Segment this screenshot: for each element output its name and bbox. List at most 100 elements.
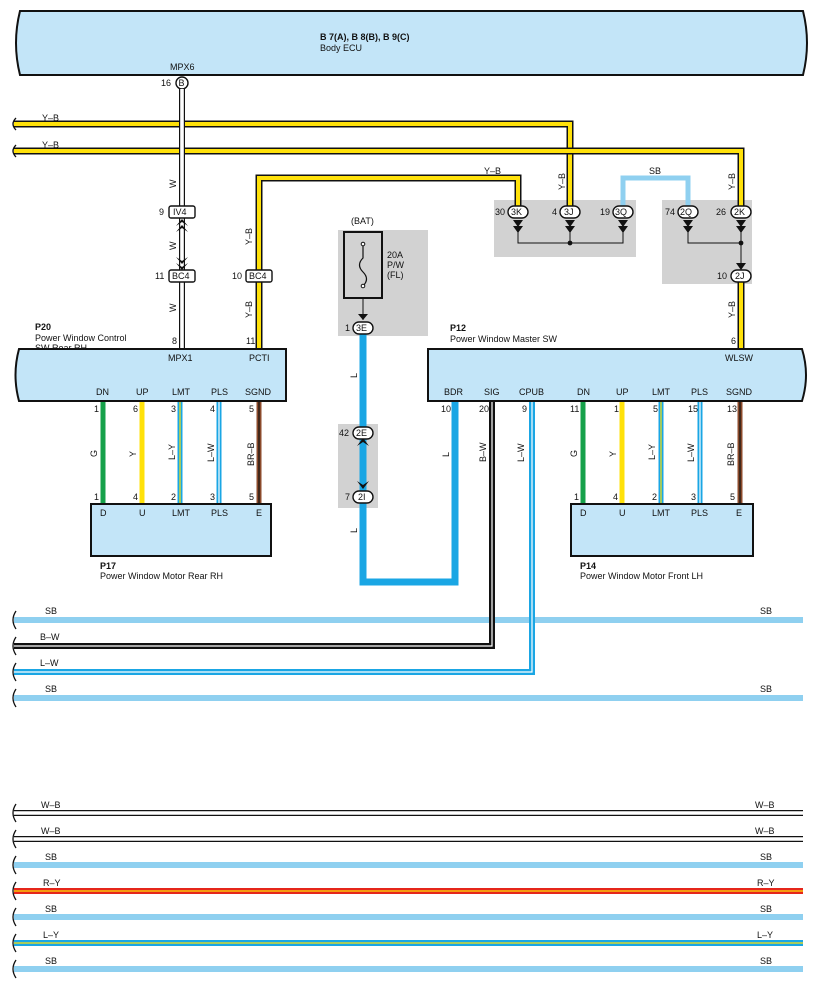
- wire-p12-pls-label: L–W: [686, 443, 696, 462]
- sb-bus-1-label-left: SB: [45, 606, 57, 616]
- p14-pin-d: D: [580, 508, 587, 518]
- l-wire-arrows: [357, 438, 369, 489]
- p12-pin-pls-num: 15: [688, 404, 698, 414]
- p20-code: P20: [35, 322, 51, 332]
- fuse-name: P/W: [387, 260, 405, 270]
- junction-2j: 2J: [730, 269, 752, 283]
- p12-pin-sgnd-num: 13: [727, 404, 737, 414]
- p14-pin-e: E: [736, 508, 742, 518]
- p12-pin-wlsw-num: 6: [731, 336, 736, 346]
- p12-pin-sig: SIG: [484, 387, 500, 397]
- p17-pin-u: U: [139, 508, 146, 518]
- p20-pin-lmt-num: 3: [171, 404, 176, 414]
- sb-bus-2-label-right: SB: [760, 684, 772, 694]
- sb-link-3q-2q: [620, 175, 691, 210]
- p12-pin-lmt: LMT: [652, 387, 671, 397]
- wire-p12-lmt-label: L–Y: [647, 444, 657, 460]
- p20-pin-sgnd: SGND: [245, 387, 272, 397]
- junction-2e: 2E: [352, 426, 374, 440]
- yb-bus-1-label: Y–B: [42, 113, 59, 123]
- yb-wire-wlsw-label: Y–B: [727, 301, 737, 318]
- svg-text:3E: 3E: [356, 323, 367, 333]
- yb-wire-2k-label: Y–B: [727, 173, 737, 190]
- junction-3q-num: 19: [600, 207, 610, 217]
- body-ecu-pin-label: MPX6: [170, 62, 195, 72]
- p12-name: Power Window Master SW: [450, 334, 558, 344]
- p20-pin-pls: PLS: [211, 387, 228, 397]
- w-wire-label-1: W: [168, 179, 178, 188]
- junction-arrows: [513, 220, 746, 270]
- p17-pin-u-num: 4: [133, 492, 138, 502]
- ly-bus-label-left: L–Y: [43, 930, 59, 940]
- svg-text:2J: 2J: [735, 271, 745, 281]
- p17-pin-d: D: [100, 508, 107, 518]
- yb-wire-pcti: [255, 174, 522, 348]
- p14-pin-u-num: 4: [613, 492, 618, 502]
- p12-code: P12: [450, 323, 466, 333]
- cpub-wire-label: L–W: [516, 443, 526, 462]
- wire-p20-pls-label: L–W: [206, 443, 216, 462]
- body-ecu-box: [15, 10, 808, 76]
- p12-box: [427, 348, 807, 402]
- body-ecu-pin-num: 16: [161, 78, 171, 88]
- ry-bus-label-right: R–Y: [757, 878, 775, 888]
- p12-pin-bdr: BDR: [444, 387, 464, 397]
- p14-code: P14: [580, 561, 596, 571]
- p20-pin-dn-num: 1: [94, 404, 99, 414]
- p12-pin-wlsw: WLSW: [725, 353, 754, 363]
- svg-text:IV4: IV4: [173, 207, 187, 217]
- p12-pin-sgnd: SGND: [726, 387, 753, 397]
- p14-pin-lmt: LMT: [652, 508, 671, 518]
- svg-text:BC4: BC4: [249, 271, 267, 281]
- junction-2q: 2Q: [677, 205, 699, 219]
- p12-pin-cpub: CPUB: [519, 387, 544, 397]
- lw-bus-label: L–W: [40, 658, 59, 668]
- sb-bus-1-label-right: SB: [760, 606, 772, 616]
- junction-3q: 3Q: [612, 205, 634, 219]
- junction-3k-num: 30: [495, 207, 505, 217]
- svg-text:2I: 2I: [358, 492, 366, 502]
- fuse-rating: 20A: [387, 250, 403, 260]
- p20-pin-dn: DN: [96, 387, 109, 397]
- yb-bus-1: [14, 120, 574, 210]
- junction-bc4-11-num: 11: [155, 271, 164, 281]
- p20-pin-pls-num: 4: [210, 404, 215, 414]
- ly-bus-label-right: L–Y: [757, 930, 773, 940]
- p14-pin-lmt-num: 2: [652, 492, 657, 502]
- junction-3j: 3J: [559, 205, 581, 219]
- p14-pin-pls: PLS: [691, 508, 708, 518]
- p17-pin-pls: PLS: [211, 508, 228, 518]
- p12-pin-up-num: 1: [614, 404, 619, 414]
- p20-pin-mpx1: MPX1: [168, 353, 193, 363]
- body-ecu-name: Body ECU: [320, 43, 362, 53]
- wire-p12-up-label: Y: [608, 451, 618, 457]
- svg-text:2K: 2K: [734, 207, 745, 217]
- p17-pin-pls-num: 3: [210, 492, 215, 502]
- junction-3e-num: 1: [345, 323, 350, 333]
- sb-link-label: SB: [649, 166, 661, 176]
- p14-box: [570, 503, 754, 557]
- junction-bc4-10: BC4: [245, 269, 273, 283]
- p14-pin-pls-num: 3: [691, 492, 696, 502]
- wb-bus-1-label-right: W–B: [755, 800, 775, 810]
- w-wire-label-2: W: [168, 241, 178, 250]
- p20-pin-pcti: PCTI: [249, 353, 270, 363]
- svg-text:2E: 2E: [356, 428, 367, 438]
- wb-bus-2-label-left: W–B: [41, 826, 61, 836]
- junction-bc4-11: BC4: [168, 269, 196, 283]
- fuse-source: (BAT): [351, 216, 374, 226]
- junction-dots: [567, 240, 744, 246]
- junction-2q-num: 74: [665, 207, 675, 217]
- wire-p20-lmt-label: L–Y: [167, 444, 177, 460]
- svg-text:3K: 3K: [511, 207, 522, 217]
- svg-text:BC4: BC4: [172, 271, 190, 281]
- p17-name: Power Window Motor Rear RH: [100, 571, 223, 581]
- bus-break-marks-middle: [12, 610, 17, 708]
- l-wire-label-2: L: [349, 528, 359, 533]
- svg-text:2Q: 2Q: [680, 207, 692, 217]
- junction-2k: 2K: [730, 205, 752, 219]
- sb-bus-4-label-left: SB: [45, 904, 57, 914]
- sb-bus-5-label-left: SB: [45, 956, 57, 966]
- p12-pin-sig-num: 20: [479, 404, 489, 414]
